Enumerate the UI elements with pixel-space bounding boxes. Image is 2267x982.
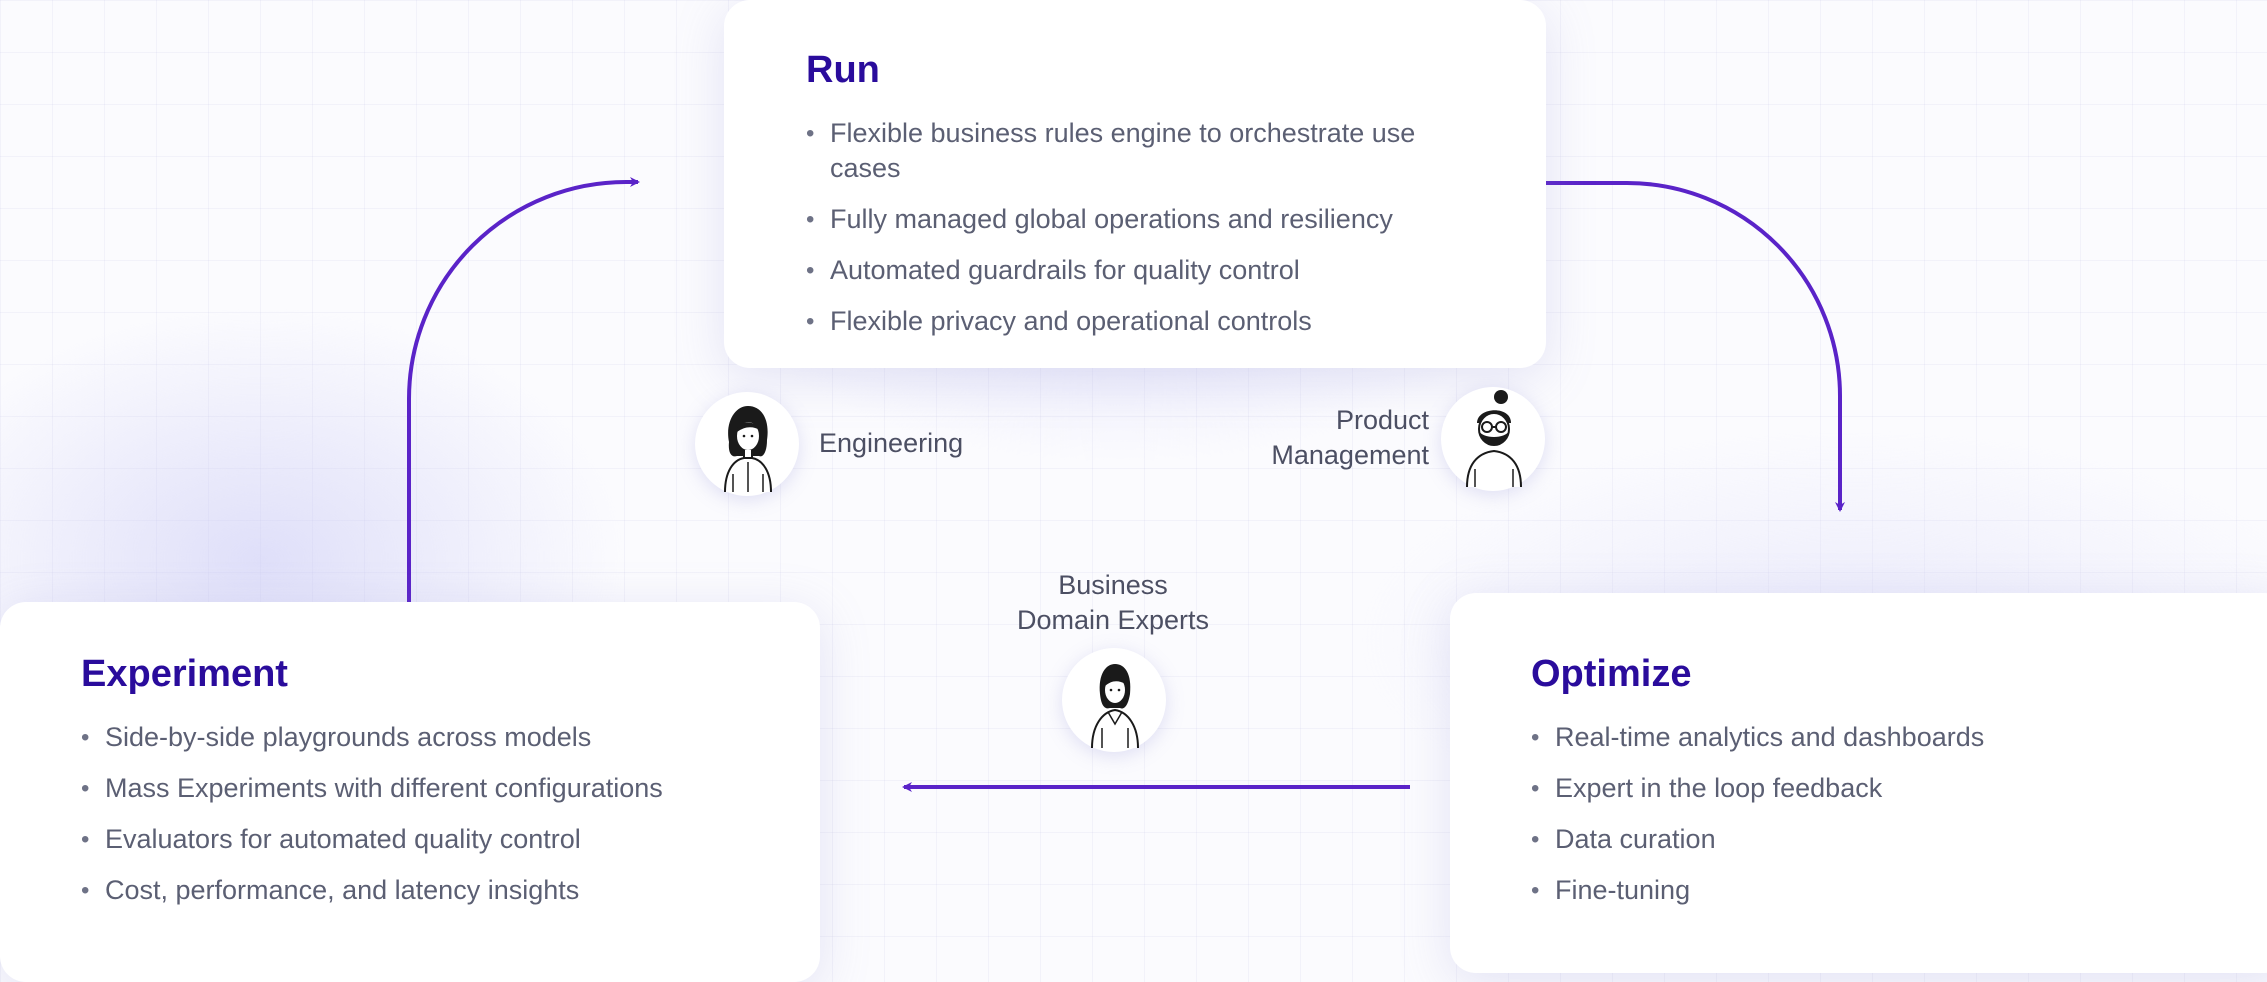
experiment-list: Side-by-side playgrounds across models M… xyxy=(81,720,760,908)
run-item: Flexible business rules engine to orches… xyxy=(806,116,1466,186)
run-list: Flexible business rules engine to orches… xyxy=(806,116,1466,339)
business-domain-experts-avatar xyxy=(1062,648,1166,752)
optimize-item: Fine-tuning xyxy=(1531,873,2230,908)
engineering-label: Engineering xyxy=(819,428,964,458)
run-item: Flexible privacy and operational control… xyxy=(806,304,1466,339)
run-card: Run Flexible business rules engine to or… xyxy=(724,0,1546,368)
woman-avatar-icon xyxy=(1091,664,1139,749)
experiment-item: Cost, performance, and latency insights xyxy=(81,873,760,908)
run-title: Run xyxy=(806,49,880,91)
engineering-avatar xyxy=(695,392,799,496)
arrow-run-to-optimize xyxy=(1546,181,1845,512)
optimize-item: Real-time analytics and dashboards xyxy=(1531,720,2230,755)
woman-avatar-icon xyxy=(724,406,772,493)
product-management-label: Product Management xyxy=(1271,405,1429,470)
bearded-man-avatar-icon xyxy=(1466,390,1522,488)
run-item: Fully managed global operations and resi… xyxy=(806,202,1466,237)
optimize-item: Data curation xyxy=(1531,822,2230,857)
arrow-experiment-to-run xyxy=(407,177,640,602)
optimize-title: Optimize xyxy=(1531,653,1692,695)
optimize-item: Expert in the loop feedback xyxy=(1531,771,2230,806)
experiment-item: Evaluators for automated quality control xyxy=(81,822,760,857)
experiment-item: Mass Experiments with different configur… xyxy=(81,771,760,806)
experiment-item: Side-by-side playgrounds across models xyxy=(81,720,760,755)
run-item: Automated guardrails for quality control xyxy=(806,253,1466,288)
experiment-title: Experiment xyxy=(81,653,288,695)
optimize-card: Optimize Real-time analytics and dashboa… xyxy=(1450,593,2267,973)
experiment-card: Experiment Side-by-side playgrounds acro… xyxy=(0,602,820,982)
optimize-list: Real-time analytics and dashboards Exper… xyxy=(1531,720,2230,908)
business-domain-experts-label: Business Domain Experts xyxy=(1016,570,1210,635)
product-management-avatar xyxy=(1441,387,1545,491)
